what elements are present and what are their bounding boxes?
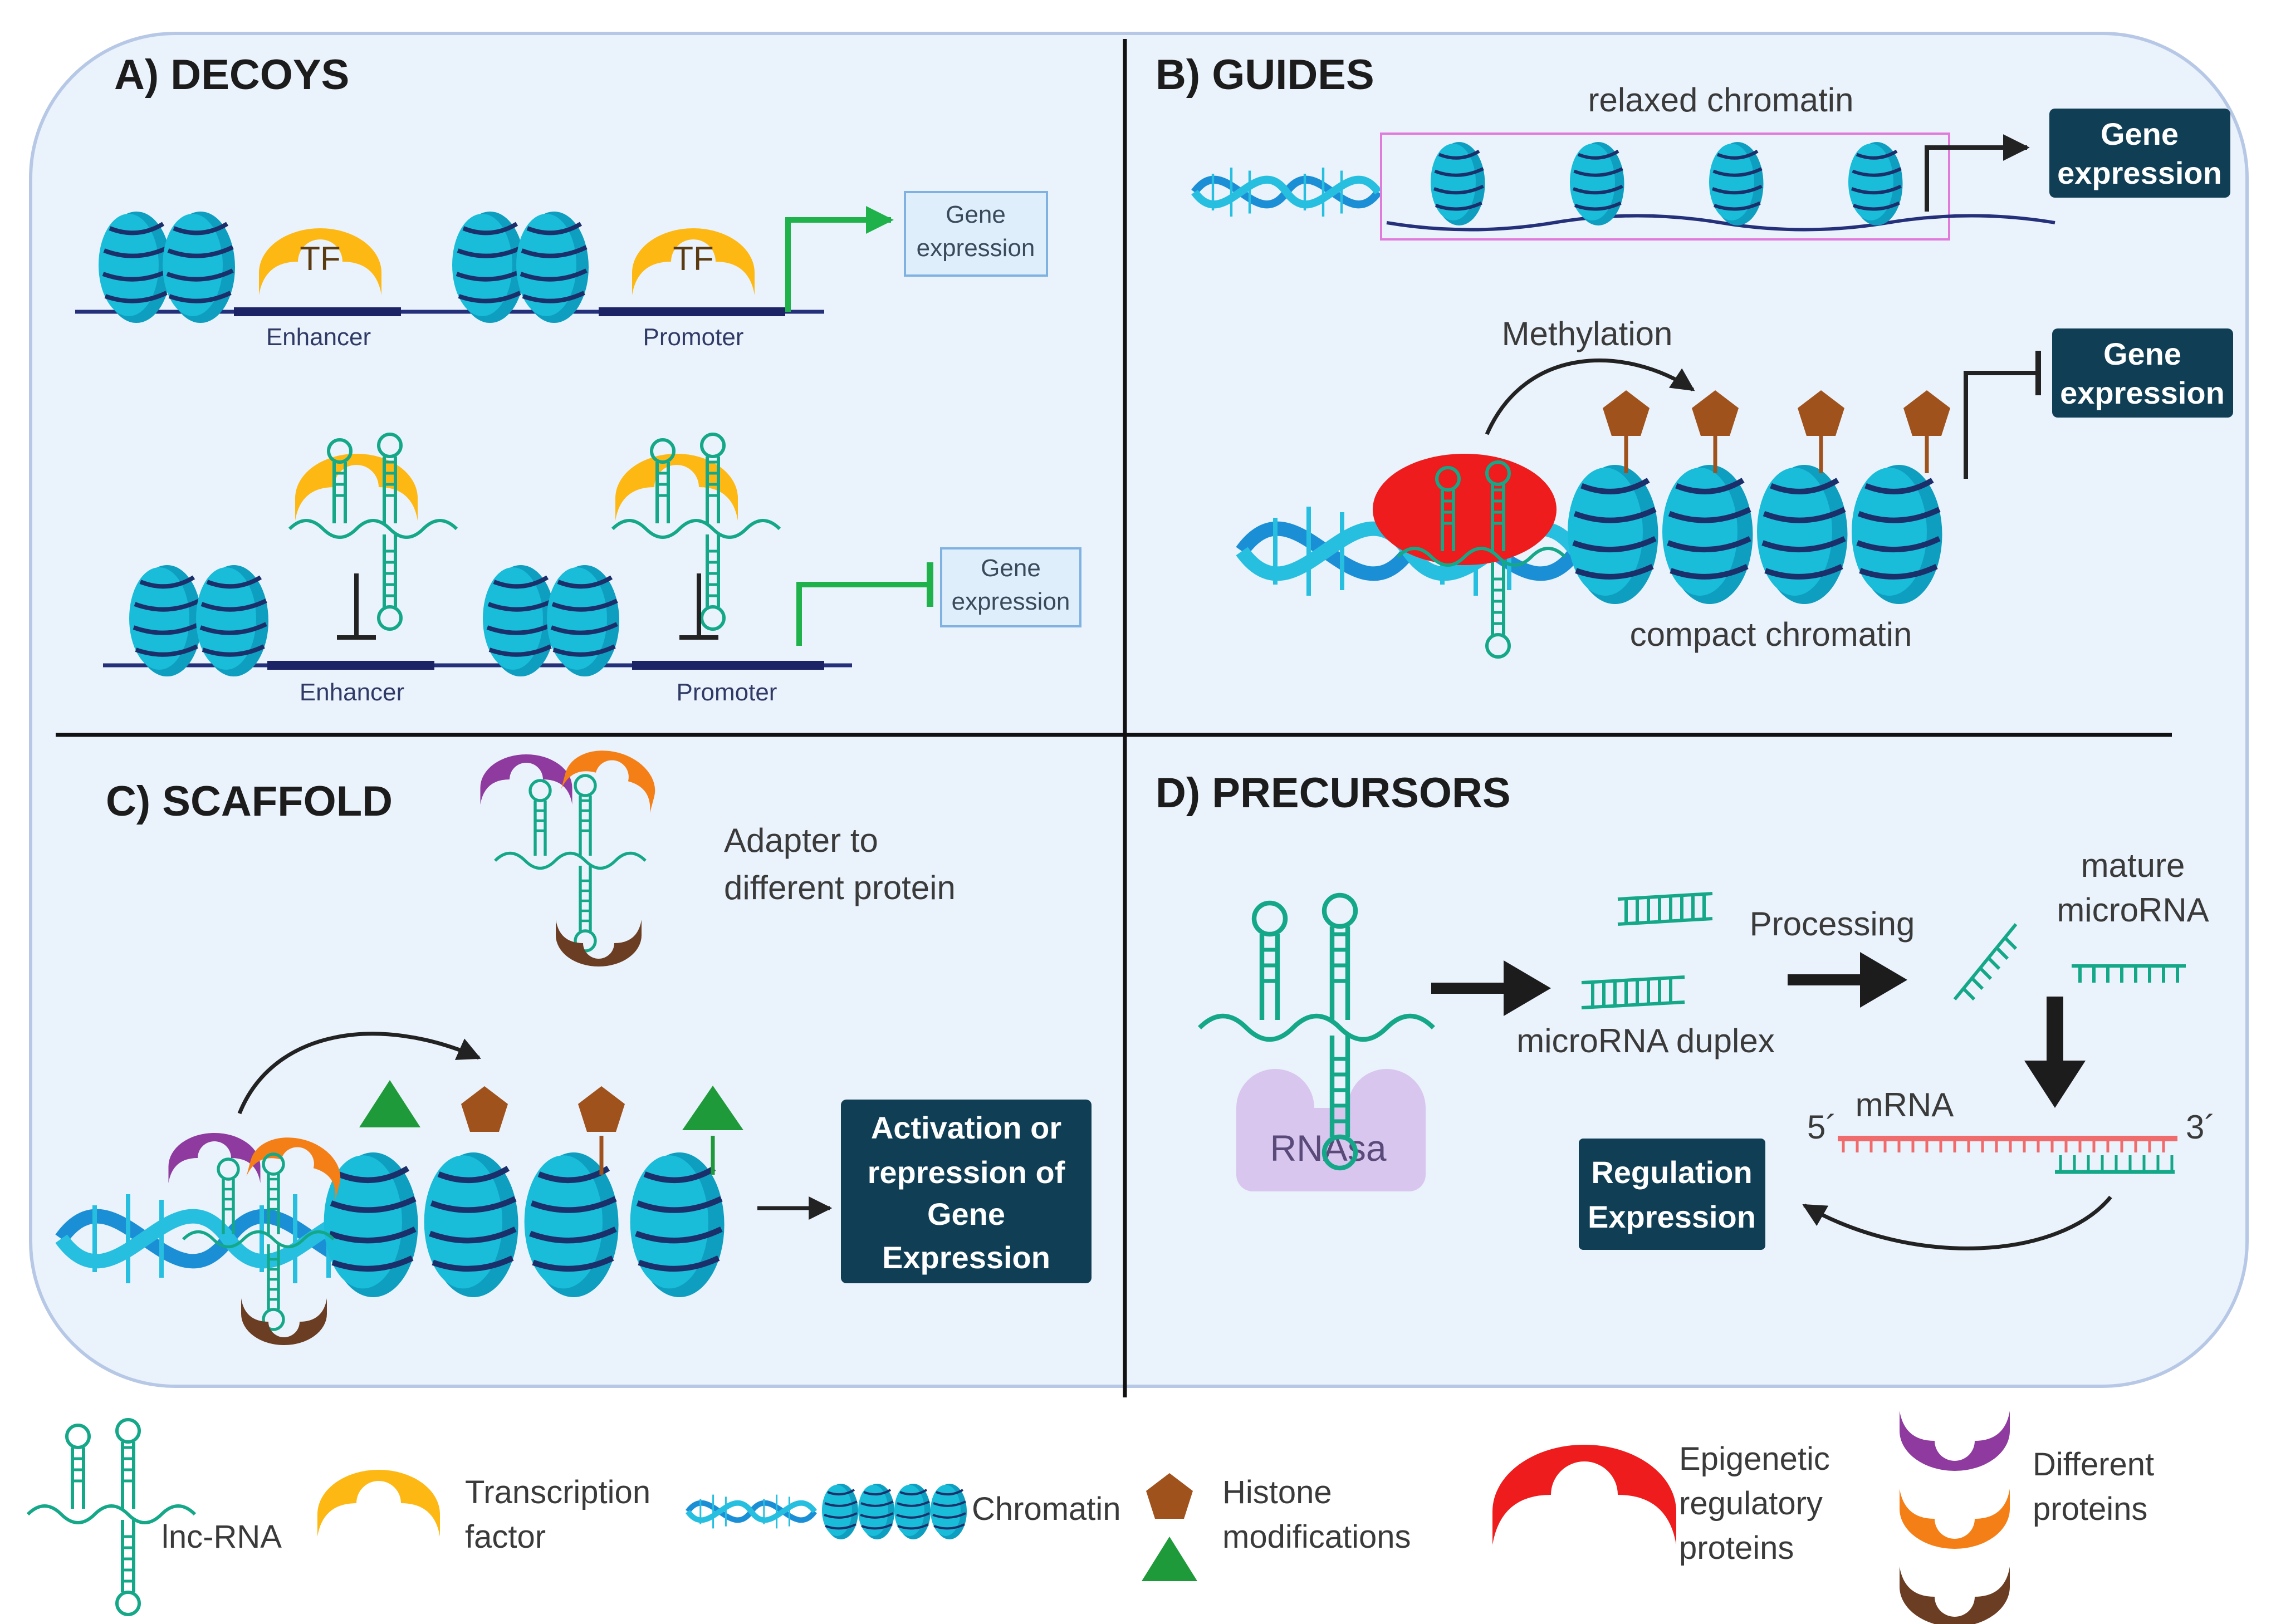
histone-modification-icon bbox=[1146, 1473, 1193, 1519]
inhibition-symbol bbox=[337, 573, 376, 640]
gene-expression-box bbox=[904, 191, 1048, 277]
process-arrow bbox=[1788, 952, 1907, 1008]
panel-b-title: B) GUIDES bbox=[1156, 51, 1374, 99]
gene-expression-box bbox=[2049, 109, 2230, 198]
legend-chromatin-label: Chromatin bbox=[972, 1491, 1121, 1527]
legend-epi-line2: regulatory bbox=[1679, 1485, 1823, 1522]
regulation-expression-box bbox=[1579, 1139, 1765, 1250]
histone-triangle-icon bbox=[359, 1080, 420, 1127]
brown-protein-icon bbox=[1900, 1567, 2010, 1624]
microrna-duplex-icon bbox=[1581, 892, 1713, 1009]
panel-c-scaffold: C) SCAFFOLD Adapter to different protein… bbox=[61, 740, 1092, 1346]
panel-a-title: A) DECOYS bbox=[114, 51, 349, 99]
promoter-label: Promoter bbox=[677, 679, 777, 706]
legend-lncrna-label: lnc-RNA bbox=[161, 1519, 282, 1555]
legend-histone-line2: modifications bbox=[1222, 1519, 1411, 1555]
legend: lnc-RNA Transcription factor Chromatin H… bbox=[28, 1411, 2154, 1624]
relaxed-highlight-box bbox=[1380, 133, 1950, 241]
legend-diff-line2: proteins bbox=[2033, 1491, 2147, 1527]
nucleosome-icon bbox=[929, 1483, 968, 1540]
relaxed-chromatin-label: relaxed chromatin bbox=[1588, 81, 1854, 119]
dna-helix-icon bbox=[688, 1495, 815, 1529]
gene-line2: expression bbox=[952, 588, 1070, 615]
activation-arrow bbox=[1925, 134, 2030, 212]
processing-label: Processing bbox=[1750, 905, 1915, 943]
gene-expression-box bbox=[940, 547, 1081, 627]
tf-label: TF bbox=[673, 240, 713, 277]
legend-epi-line3: proteins bbox=[1679, 1530, 1794, 1566]
purple-protein-icon bbox=[1900, 1411, 2010, 1471]
five-prime-label: 5´ bbox=[1807, 1108, 1837, 1146]
box-line3: Gene bbox=[927, 1196, 1005, 1232]
epigenetic-protein-icon bbox=[1492, 1444, 1676, 1545]
activation-repression-box bbox=[841, 1100, 1092, 1283]
mrna-label: mRNA bbox=[1856, 1086, 1954, 1123]
gene-expression-box bbox=[2052, 328, 2233, 418]
epigenetic-protein-icon bbox=[1373, 454, 1557, 565]
legend-diff-line1: Different bbox=[2033, 1446, 2154, 1483]
legend-tf-line2: factor bbox=[465, 1519, 546, 1555]
mature-line1: mature bbox=[2081, 847, 2185, 884]
reg-line1: Regulation bbox=[1591, 1155, 1752, 1190]
gene-line1: Gene bbox=[981, 555, 1041, 582]
compact-chromatin-label: compact chromatin bbox=[1630, 616, 1912, 653]
legend-histone-line1: Histone bbox=[1222, 1474, 1332, 1510]
duplex-label: microRNA duplex bbox=[1516, 1022, 1775, 1059]
process-arrow bbox=[1431, 960, 1551, 1016]
process-arrow bbox=[2024, 997, 2086, 1108]
mature-line2: microRNA bbox=[2057, 891, 2209, 929]
green-repression-line bbox=[796, 582, 930, 646]
panel-d-title: D) PRECURSORS bbox=[1156, 769, 1511, 817]
gene-line1: Gene bbox=[2101, 116, 2179, 151]
orange-protein-icon bbox=[1900, 1489, 2010, 1549]
methylation-arrow bbox=[1485, 359, 1695, 435]
nucleosome-icon bbox=[857, 1483, 895, 1540]
nucleosome-icon bbox=[821, 1483, 859, 1540]
gene-line2: expression bbox=[2060, 375, 2225, 410]
three-prime-label: 3´ bbox=[2186, 1108, 2215, 1146]
inhibition-symbol bbox=[679, 573, 718, 640]
transcription-factor-icon bbox=[317, 1469, 440, 1537]
mrna-icon bbox=[1838, 1136, 2177, 1174]
methylation-label: Methylation bbox=[1502, 315, 1673, 352]
promoter-label: Promoter bbox=[643, 323, 744, 351]
legend-tf-line1: Transcription bbox=[465, 1474, 650, 1510]
green-activation-arrow bbox=[785, 206, 894, 312]
histone-triangle-icon bbox=[682, 1086, 743, 1130]
gene-line2: expression bbox=[2057, 155, 2222, 190]
enhancer-label: Enhancer bbox=[300, 679, 404, 706]
adapter-line2: different protein bbox=[724, 869, 956, 906]
enhancer-label: Enhancer bbox=[266, 323, 371, 351]
reg-line2: Expression bbox=[1588, 1199, 1756, 1234]
gene-line1: Gene bbox=[946, 201, 1006, 228]
repression-line bbox=[1964, 371, 2038, 479]
gene-line2: expression bbox=[917, 234, 1035, 262]
scaffold-arrow bbox=[237, 1032, 481, 1115]
box-line4: Expression bbox=[882, 1240, 1050, 1275]
adapter-line1: Adapter to bbox=[724, 822, 878, 859]
panel-b-guides: B) GUIDES relaxed chromatin Gene express… bbox=[1156, 51, 2233, 657]
panel-a-decoys: A) DECOYS TF TF Enhancer Promoter Gene e… bbox=[75, 51, 1081, 706]
histone-triangle-icon bbox=[1142, 1537, 1197, 1581]
legend-epi-line1: Epigenetic bbox=[1679, 1441, 1830, 1477]
mature-microrna-icon bbox=[1953, 923, 2186, 1001]
lncrna-icon bbox=[28, 1420, 195, 1615]
tf-label: TF bbox=[300, 240, 340, 277]
box-line2: repression of bbox=[868, 1155, 1065, 1190]
panel-d-precursors: D) PRECURSORS RNAsa microRNA duplex Proc… bbox=[1156, 769, 2215, 1250]
panel-c-title: C) SCAFFOLD bbox=[106, 778, 393, 825]
nucleosome-icon bbox=[893, 1483, 932, 1540]
regulation-arrow bbox=[1802, 1195, 2112, 1250]
box-line1: Activation or bbox=[871, 1110, 1061, 1145]
gene-line1: Gene bbox=[2103, 336, 2181, 371]
